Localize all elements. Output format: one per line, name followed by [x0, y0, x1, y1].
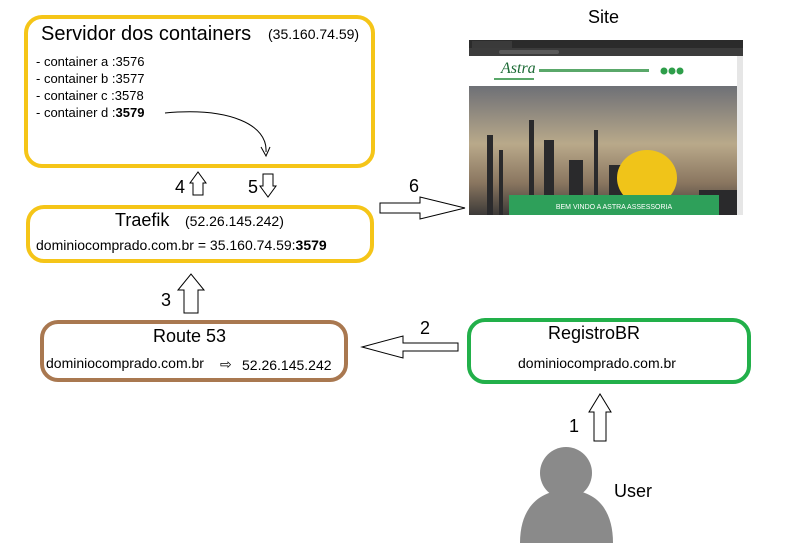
- containers-server-box: [24, 15, 375, 168]
- step6-right-arrow-icon: [379, 196, 466, 220]
- step2-left-arrow-icon: [360, 335, 459, 359]
- user-label: User: [614, 481, 653, 501]
- step-5-label: 5: [248, 177, 259, 197]
- user-icon: [540, 447, 592, 499]
- step-4-label: 4: [175, 177, 186, 197]
- step-2-label: 2: [420, 318, 431, 338]
- registrobr-domain: dominiocomprado.com.br: [518, 355, 676, 371]
- container-list-item: - container d :3579: [36, 105, 145, 120]
- route53-box: [40, 320, 348, 382]
- registrobr-title: RegistroBR: [548, 323, 641, 343]
- site-title: Site: [588, 7, 620, 27]
- route53-title: Route 53: [153, 326, 227, 346]
- step1-up-arrow-icon: [588, 393, 612, 442]
- step3-up-arrow-icon: [176, 273, 206, 314]
- user-body-icon: [520, 490, 613, 543]
- traefik-ip: (52.26.145.242): [185, 213, 284, 229]
- container-d-curved-arrow-icon: [164, 111, 267, 153]
- traefik-box: [26, 205, 374, 263]
- website-screenshot: BEM VINDO A ASTRA ASSESSORIA Astra: [469, 40, 743, 215]
- step5-down-arrow-icon: [259, 173, 277, 198]
- step-6-label: 6: [409, 176, 420, 196]
- registrobr-box: [467, 318, 751, 384]
- traefik-title: Traefik: [115, 210, 170, 230]
- containers-server-title: Servidor dos containers: [41, 23, 252, 45]
- route53-target-ip: 52.26.145.242: [242, 357, 332, 373]
- step4-up-arrow-icon: [189, 171, 207, 196]
- traefik-rule: dominiocomprado.com.br = 35.160.74.59:35…: [36, 237, 327, 253]
- container-list-item: - container a :3576: [36, 54, 145, 69]
- route53-domain: dominiocomprado.com.br: [46, 355, 204, 371]
- site-logo: Astra: [501, 60, 536, 77]
- route53-arrow-icon: ⇨: [220, 356, 232, 372]
- containers-server-ip: (35.160.74.59): [268, 26, 360, 42]
- site-banner: BEM VINDO A ASTRA ASSESSORIA: [556, 204, 673, 211]
- container-list-item: - container b :3577: [36, 71, 145, 86]
- container-list-item: - container c :3578: [36, 88, 144, 103]
- step-1-label: 1: [569, 416, 580, 436]
- step-3-label: 3: [161, 290, 172, 310]
